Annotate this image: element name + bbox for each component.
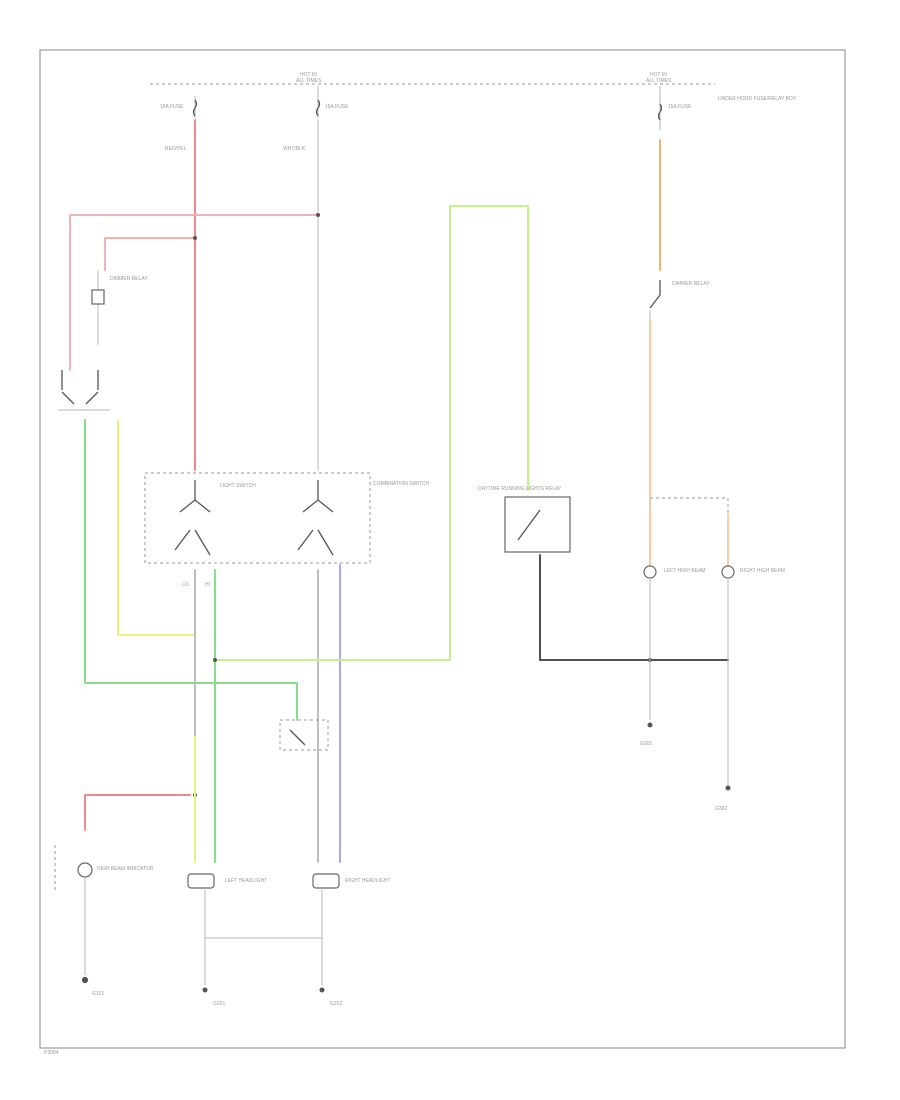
corner-code: P3004 [44,1050,59,1056]
wire-green [84,419,298,863]
left-headlight [187,873,215,985]
dimmer-relay-right [649,280,661,320]
bus-label-right: HOT IN [650,72,667,78]
light-switch-box [144,472,371,564]
fuse-right-label: 15A FUSE [668,104,692,110]
ground-mid-label: G201 [213,1001,225,1007]
ground-mid [202,987,208,993]
daytime-relay-label: DAYTIME RUNNING LIGHTS RELAY [478,486,562,492]
dimmer-relay-right-label: DIMMER RELAY [672,281,710,287]
combination-switch-label: COMBINATION SWITCH [373,481,429,487]
left-high-beam-bulb [643,565,657,720]
wire-yellow [117,419,196,863]
ground-mid2 [319,987,325,993]
dimmer-relay-left [58,270,110,411]
right-high-beam-bulb [721,565,735,785]
ground-right2-label: G302 [715,806,727,812]
ground-mid2-label: G202 [330,1001,342,1007]
fuse-right [657,86,663,130]
high-beam-bus [650,497,729,515]
diagram-frame [39,49,846,1049]
wire-black [539,554,729,661]
wire-light-green [214,205,529,661]
left-headlight-label: LEFT HEADLIGHT [225,878,267,884]
wire-label-red: RED/YEL [165,146,187,152]
headlight-relay [279,719,329,751]
fuse-mid [315,86,321,118]
bus-label-left: HOT IN [300,72,317,78]
fuse-left [192,96,198,118]
wire-label-wht: WHT/BLK [283,146,306,152]
hi-label: HI [205,582,210,588]
daytime-relay [504,496,571,553]
light-switch-contacts [174,480,334,556]
bus-label-right-2: ALL TIMES [646,78,672,84]
fuse-left-label: 15A FUSE [160,104,184,110]
right-headlight-label: RIGHT HEADLIGHT [345,878,390,884]
fuse-mid-label: 15A FUSE [325,104,349,110]
ground-right-label: G301 [640,741,652,747]
right-high-beam-label: RIGHT HIGH BEAM [740,568,785,574]
left-high-beam-label: LEFT HIGH BEAM [664,568,706,574]
junction-dot [316,213,320,217]
junction-dot [213,658,217,662]
junction-dot [193,236,197,240]
high-beam-indicator [54,845,93,975]
light-switch-label: LIGHT SWITCH [220,483,256,489]
fuse-box-right-label: UNDER HOOD FUSE/RELAY BOX [718,96,797,102]
ground-left-label: G101 [92,991,104,997]
high-beam-indicator-label: HIGH BEAM INDICATOR [97,866,154,872]
ground-right [647,722,653,728]
ground-right2 [725,785,731,791]
bus-label-left-2: ALL TIMES [296,78,322,84]
dimmer-relay-label: DIMMER RELAY [110,276,148,282]
lo-label: LO [182,582,189,588]
right-headlight [312,873,340,985]
ground-left [81,976,89,984]
wire-red [69,119,319,831]
